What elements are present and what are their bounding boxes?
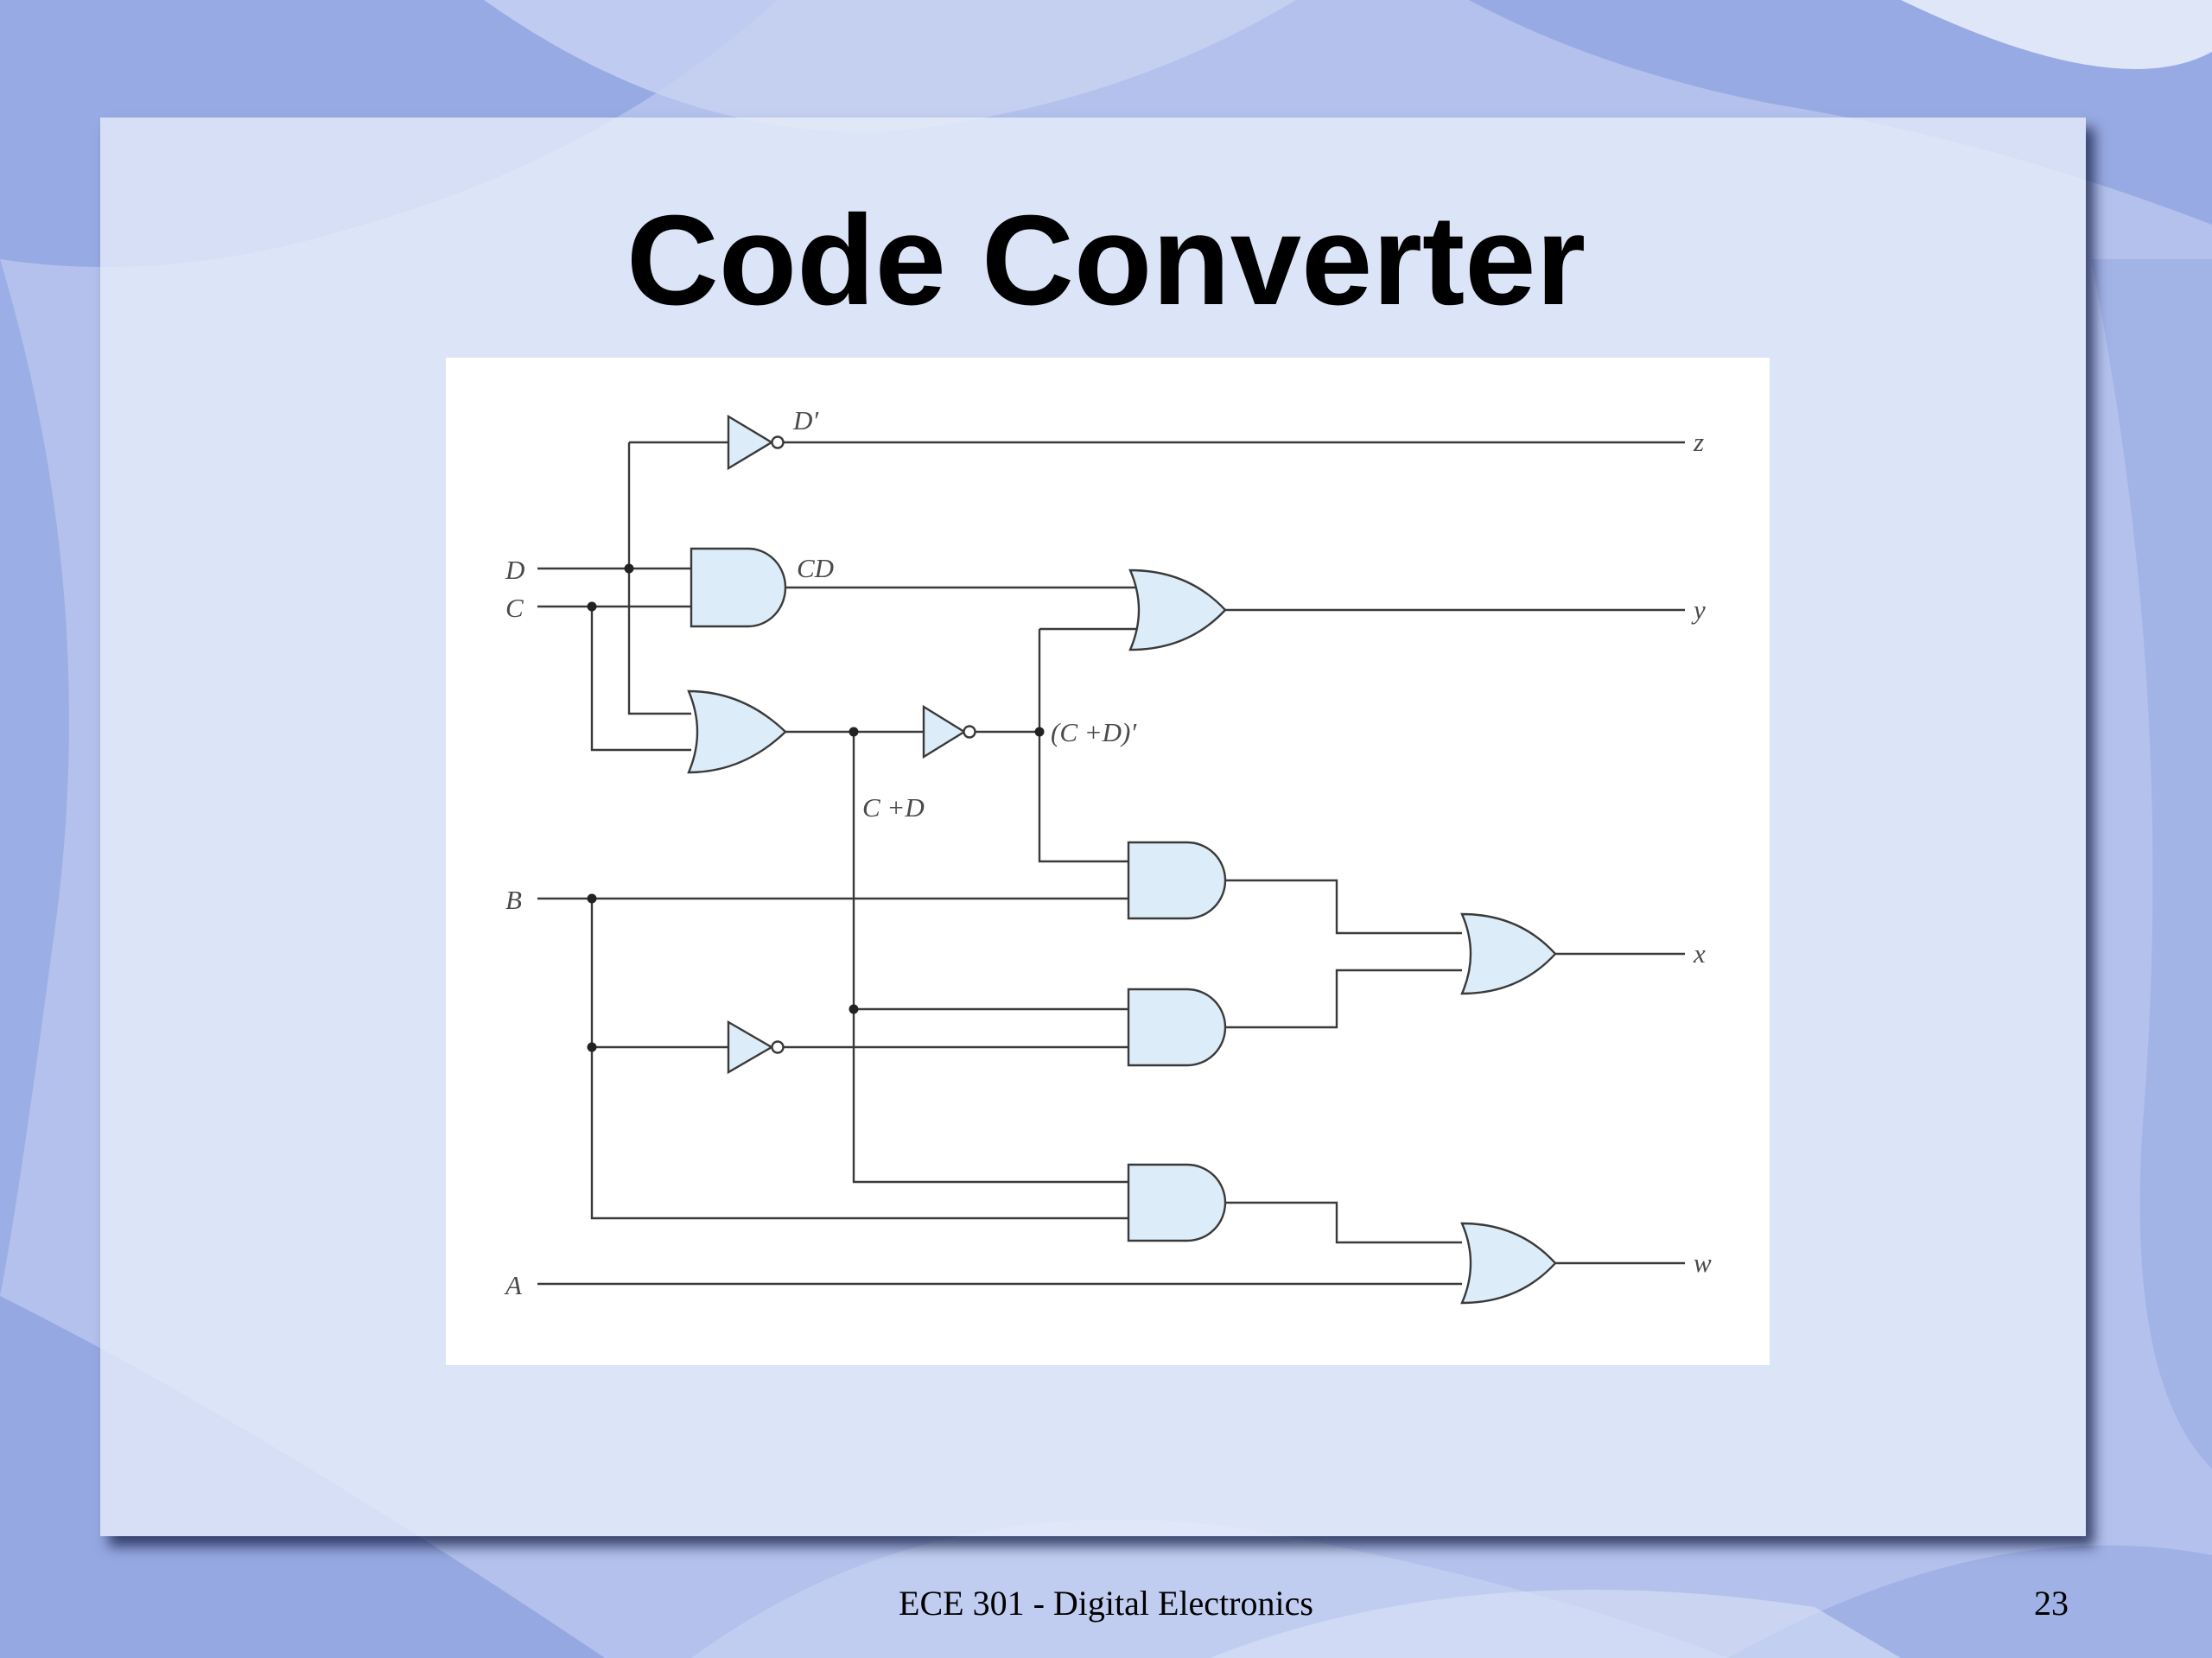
output-label-x: x [1693,938,1706,969]
input-label-c: C [505,593,524,623]
signal-label-d-not: D′ [792,405,819,435]
input-label-d: D [505,555,524,585]
and-gate-w [1127,1163,1227,1242]
output-label-y: y [1691,594,1706,625]
junction-dots [587,563,1045,1052]
and-gate-x-lower [1127,988,1227,1067]
inverter-d [727,414,785,471]
input-label-b: B [505,885,522,915]
or-gate-w [1460,1222,1557,1305]
signal-label-cd: CD [797,553,834,583]
or-gate-c-plus-d [687,689,787,774]
output-label-w: w [1694,1248,1712,1278]
output-label-z: z [1693,427,1704,457]
input-label-a: A [504,1270,523,1300]
page-number: 23 [2034,1584,2069,1623]
or-gate-x [1460,912,1557,995]
or-gate-y [1128,569,1227,651]
footer-course-title: ECE 301 - Digital Electronics [899,1584,1313,1623]
signal-label-c-plus-d-not: (C +D)′ [1051,717,1137,747]
inverter-c-plus-d [922,704,976,759]
logic-circuit-diagram: D C B A z y x w D′ CD C +D (C +D)′ [446,358,1770,1365]
slide-title: Code Converter [626,189,1586,332]
and-gate-x-upper [1127,841,1227,920]
inverter-b [727,1020,785,1075]
and-gate-cd [690,547,787,628]
circuit-wires [537,441,1685,1286]
signal-label-c-plus-d: C +D [862,792,925,823]
